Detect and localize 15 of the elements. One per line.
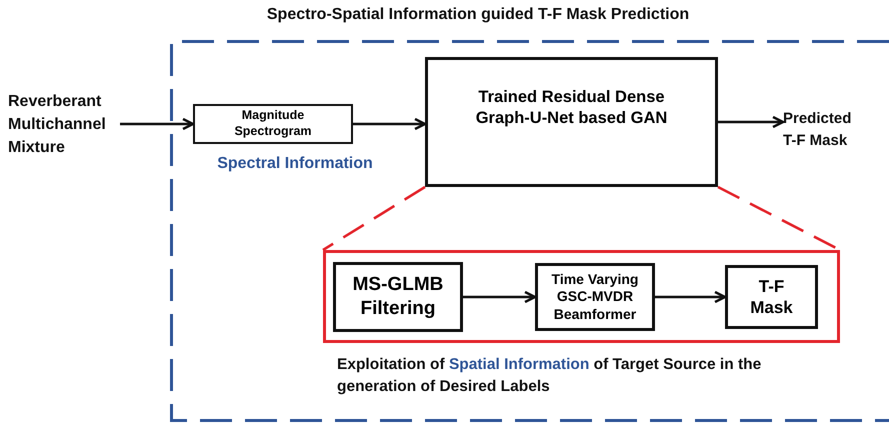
process-box: T-F Mask [725,265,818,329]
signal-label: Reverberant Multichannel Mixture [8,92,107,158]
process-box: Time Varying GSC-MVDR Beamformer [535,263,655,331]
process-box: MS-GLMB Filtering [333,262,463,332]
arrow [120,118,194,130]
dashed-connector [322,186,426,252]
process-box: Trained Residual Dense Graph-U-Net based GAN [425,57,718,187]
arrow [655,290,726,304]
region-heading: Spectro-Spatial Information guided T-F Mask Prediction [266,5,690,24]
node-label: Exploitation of Spatial Information of Target Source in the generation of Desired Labels [337,355,762,398]
arrow [463,290,536,304]
arrow [353,118,426,130]
arrow [718,116,784,128]
node-label: Spectral Information [216,154,374,174]
signal-label: Predicted T-F Mask [783,109,852,151]
